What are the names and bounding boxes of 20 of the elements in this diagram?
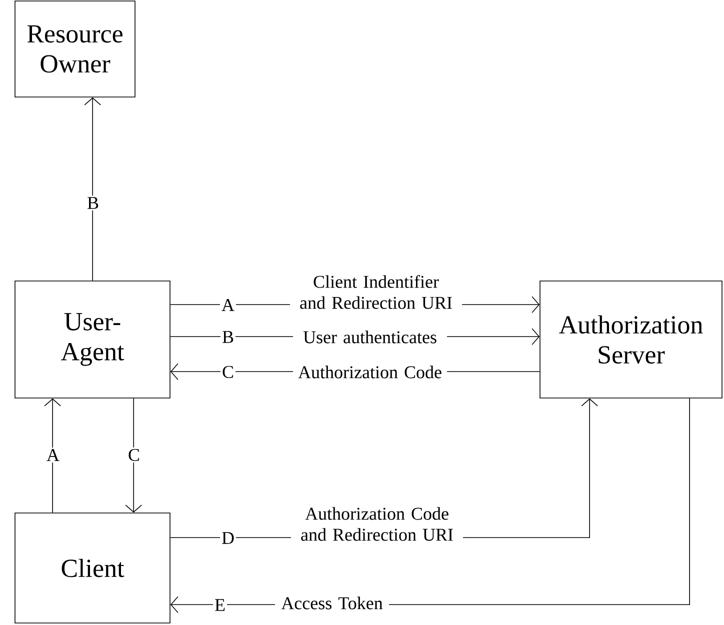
arrow bbox=[84, 97, 101, 281]
process-box: Client bbox=[14, 512, 170, 624]
process-box: Authorization Server bbox=[540, 280, 722, 398]
edge-label: E bbox=[213, 598, 227, 612]
message-text: User authenticates bbox=[293, 328, 447, 346]
edge-label: C bbox=[126, 447, 142, 463]
arrow bbox=[44, 398, 61, 513]
process-box: User-Agent bbox=[14, 280, 170, 398]
edge-label: B bbox=[220, 330, 236, 344]
process-box: Resource Owner bbox=[14, 0, 136, 98]
edge-label: A bbox=[45, 448, 61, 462]
message-text: Authorization Code bbox=[293, 364, 447, 380]
edge-label: A bbox=[220, 298, 236, 312]
edge-label: B bbox=[86, 196, 100, 210]
edge-label: D bbox=[220, 530, 236, 546]
message-text: Access Token bbox=[275, 594, 389, 612]
edge-label: C bbox=[220, 364, 236, 380]
arrow bbox=[125, 398, 142, 513]
message-text: Authorization Code and Redirection URI bbox=[291, 505, 463, 543]
message-text: Client Indentifier and Redirection URI bbox=[290, 273, 462, 311]
